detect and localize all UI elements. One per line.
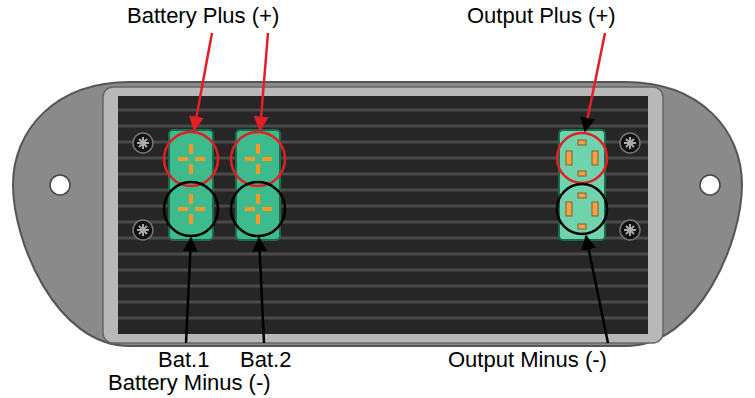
mounting-hole: [700, 175, 720, 195]
mounting-plate: [13, 82, 742, 346]
part-label: Output Plus (+): [467, 3, 616, 28]
part-label: Bat.2: [240, 347, 291, 372]
part-label: Battery Minus (-): [108, 370, 271, 395]
part-label: Battery Plus (+): [127, 3, 279, 28]
heatsink-fins: [118, 110, 648, 318]
mounting-hole: [50, 175, 70, 195]
connector-pin: [178, 144, 272, 224]
highlight-circle: [164, 132, 607, 236]
part-label: Output Minus (-): [448, 347, 607, 372]
leader-arrow: [186, 33, 608, 343]
housing-frame: [103, 87, 663, 343]
part-label: Bat.1: [158, 347, 209, 372]
heatsink: [118, 96, 648, 334]
